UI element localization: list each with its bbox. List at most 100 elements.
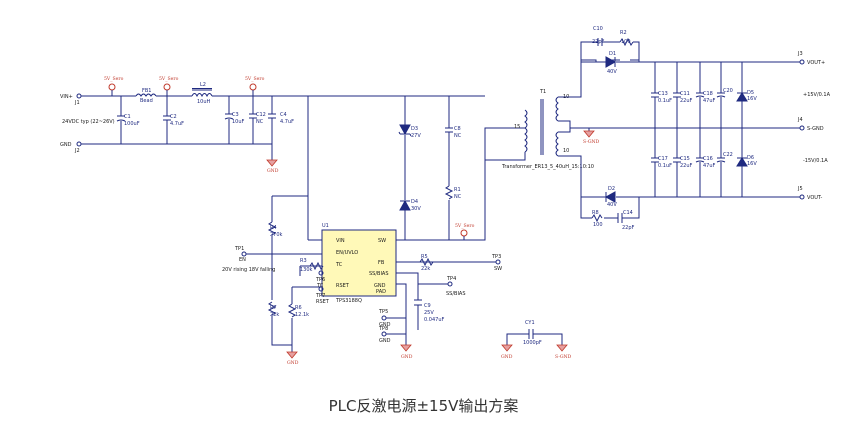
- tp-5v-b[interactable]: 5V_Sero: [159, 76, 179, 96]
- capacitor-c10: C10 22pF: [580, 26, 620, 62]
- svg-text:T1: T1: [539, 89, 546, 95]
- svg-text:TC: TC: [316, 283, 324, 289]
- svg-text:C14: C14: [623, 210, 633, 216]
- resistor-r2: R2 100: [619, 30, 640, 62]
- l2-ref: L2: [200, 82, 206, 88]
- tp1-probe[interactable]: TP1 EN: [234, 246, 247, 263]
- capacitor-cy1: CY1 1000pF GND S-GND: [501, 320, 572, 360]
- svg-text:C13: C13: [658, 91, 668, 97]
- zener-d3: D3 27V: [398, 124, 421, 139]
- svg-text:EN: EN: [239, 257, 246, 263]
- svg-text:J5: J5: [797, 186, 803, 192]
- output-vout-minus: J5 VOUT-: [797, 186, 823, 201]
- svg-text:RSET: RSET: [336, 283, 350, 289]
- svg-text:SW: SW: [378, 238, 386, 244]
- en-divider: [271, 196, 292, 346]
- svg-text:15: 15: [514, 124, 520, 130]
- svg-text:GND: GND: [287, 360, 299, 366]
- capacitor-c12: C12 NC: [249, 96, 266, 144]
- svg-text:GND: GND: [401, 354, 413, 360]
- svg-text:C9: C9: [424, 303, 431, 309]
- svg-text:J3: J3: [797, 51, 803, 57]
- bead-fb1: [135, 93, 157, 97]
- resistor-r3: R3 130k: [300, 258, 324, 273]
- tp-5v-sw[interactable]: 5V_Sero: [455, 223, 475, 240]
- svg-text:TP6: TP6: [315, 277, 325, 283]
- j2-label: J2: [74, 148, 80, 154]
- svg-text:VOUT-: VOUT-: [807, 195, 823, 201]
- svg-text:TP7: TP7: [315, 293, 325, 299]
- tp7-probe[interactable]: TP7 RSET: [315, 286, 330, 305]
- svg-text:1000pF: 1000pF: [523, 340, 542, 346]
- svg-text:27V: 27V: [411, 133, 421, 139]
- gnd-label: GND: [60, 142, 72, 148]
- svg-text:RSET: RSET: [316, 299, 330, 305]
- svg-text:4.7uF: 4.7uF: [280, 119, 294, 125]
- svg-text:100: 100: [621, 39, 631, 45]
- svg-text:C22: C22: [723, 152, 733, 158]
- figure-caption: PLC反激电源±15V输出方案: [328, 397, 519, 415]
- svg-text:S-GND: S-GND: [583, 139, 600, 145]
- tp6-probe[interactable]: TP6 TC: [315, 270, 325, 289]
- positive-rating: +15V/0.1A: [803, 92, 831, 98]
- svg-text:R2: R2: [620, 30, 627, 36]
- svg-text:25V: 25V: [424, 310, 434, 316]
- capacitor-c4: C4 4.7uF: [268, 96, 294, 160]
- svg-text:C15: C15: [680, 156, 690, 162]
- svg-text:D1: D1: [609, 51, 616, 57]
- svg-text:100uF: 100uF: [124, 121, 140, 127]
- svg-text:0.047uF: 0.047uF: [424, 317, 444, 323]
- svg-text:C2: C2: [170, 114, 177, 120]
- capacitor-c8: C8 NC: [445, 126, 462, 139]
- tp3-probe[interactable]: TP3 SW: [491, 254, 502, 272]
- diode-d1: D1 40V: [605, 51, 617, 75]
- diode-d4: D4 30V: [399, 199, 421, 212]
- svg-text:R6: R6: [295, 305, 302, 311]
- tp-5v-a[interactable]: 5V_Sero: [104, 76, 124, 96]
- svg-text:C18: C18: [703, 91, 713, 97]
- tp5-probe[interactable]: TP5 GND: [378, 309, 391, 328]
- svg-text:130k: 130k: [300, 267, 313, 273]
- svg-text:VOUT+: VOUT+: [807, 60, 825, 66]
- svg-text:D4: D4: [411, 199, 418, 205]
- svg-text:16V: 16V: [747, 96, 757, 102]
- svg-text:22uF: 22uF: [680, 98, 693, 104]
- svg-text:22pF: 22pF: [622, 225, 635, 231]
- tp4-probe[interactable]: TP4 SS/BIAS: [446, 276, 466, 297]
- svg-text:40V: 40V: [607, 69, 617, 75]
- svg-text:30V: 30V: [411, 206, 421, 212]
- svg-text:22k: 22k: [421, 266, 430, 272]
- gnd-symbol-ic: GND: [400, 344, 413, 360]
- svg-text:C20: C20: [723, 88, 733, 94]
- svg-text:22uF: 22uF: [680, 163, 693, 169]
- svg-text:5V_Sero: 5V_Sero: [104, 76, 124, 82]
- ss-net: [396, 272, 419, 345]
- svg-text:R5: R5: [421, 254, 428, 260]
- l2-val: 10uH: [197, 99, 211, 105]
- svg-text:R7: R7: [270, 305, 277, 311]
- primary-section: D3 27V D4 30V C8 NC R1 NC 5V_Sero: [222, 95, 572, 366]
- capacitor-c14: C14 22pF: [617, 210, 635, 231]
- inductor-l2: [191, 93, 213, 98]
- tp8-probe[interactable]: TP8 GND: [378, 326, 391, 344]
- gnd-symbol-rset: GND: [286, 351, 299, 366]
- j1-connector: [76, 93, 82, 99]
- svg-text:C12: C12: [256, 112, 266, 118]
- output-sgnd: J4 S-GND: [797, 117, 824, 132]
- svg-text:22pF: 22pF: [592, 39, 605, 45]
- svg-text:FB: FB: [378, 260, 385, 266]
- svg-text:10: 10: [563, 148, 569, 154]
- svg-text:SS/BIAS: SS/BIAS: [369, 271, 389, 277]
- gnd-symbol-input: GND: [266, 159, 279, 174]
- svg-text:D5: D5: [747, 90, 754, 96]
- input-section: VIN+ J1 24VDC typ (22~26V) GND J2 FB1 Be…: [60, 76, 308, 174]
- gnd-symbol-secondary: S-GND: [583, 128, 600, 145]
- svg-text:TP5: TP5: [378, 309, 388, 315]
- inductor-l2-core: [192, 88, 212, 91]
- svg-text:R1: R1: [454, 187, 461, 193]
- diode-d2: D2 40V: [604, 186, 617, 208]
- capacitor-c3: C3 10uF: [224, 96, 245, 144]
- svg-text:VIN: VIN: [336, 238, 345, 244]
- tp-5v-c[interactable]: 5V_Sero: [245, 76, 265, 96]
